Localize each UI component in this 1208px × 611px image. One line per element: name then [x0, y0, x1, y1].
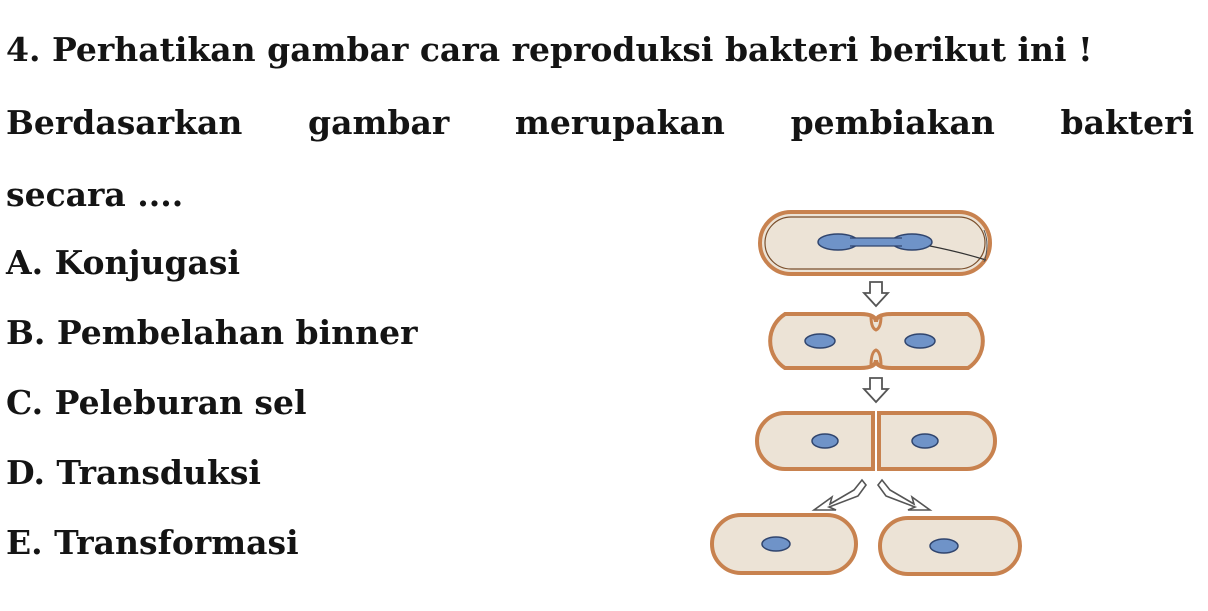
stage-2-cell — [768, 312, 985, 370]
arrow-down-icon — [861, 377, 891, 404]
nucleoid-right — [929, 538, 959, 554]
question-stem-line-2: secara .... — [6, 175, 184, 214]
arrow-down-left-icon — [811, 478, 868, 511]
option-d[interactable]: D. Transduksi — [6, 453, 261, 492]
stage-1-cell — [758, 210, 992, 276]
stage-3-cell — [755, 411, 997, 471]
binary-fission-diagram — [710, 210, 1022, 576]
nucleoid-left — [811, 433, 839, 449]
question-title: 4. Perhatikan gambar cara reproduksi bak… — [6, 30, 1093, 69]
question-stem-line-1: Berdasarkan gambar merupakan pembiakan b… — [6, 103, 1194, 142]
stage-4-daughter-cells — [710, 513, 1022, 576]
nucleoid-left — [761, 536, 791, 552]
dna-strand — [817, 233, 933, 251]
arrow-down-right-icon — [876, 478, 933, 511]
option-e[interactable]: E. Transformasi — [6, 523, 299, 562]
option-a[interactable]: A. Konjugasi — [6, 243, 241, 282]
nucleoid-left — [804, 333, 836, 349]
nucleoid-right — [904, 333, 936, 349]
arrow-down-icon — [861, 281, 891, 308]
nucleoid-right — [911, 433, 939, 449]
option-b[interactable]: B. Pembelahan binner — [6, 313, 418, 352]
option-c[interactable]: C. Peleburan sel — [6, 383, 307, 422]
